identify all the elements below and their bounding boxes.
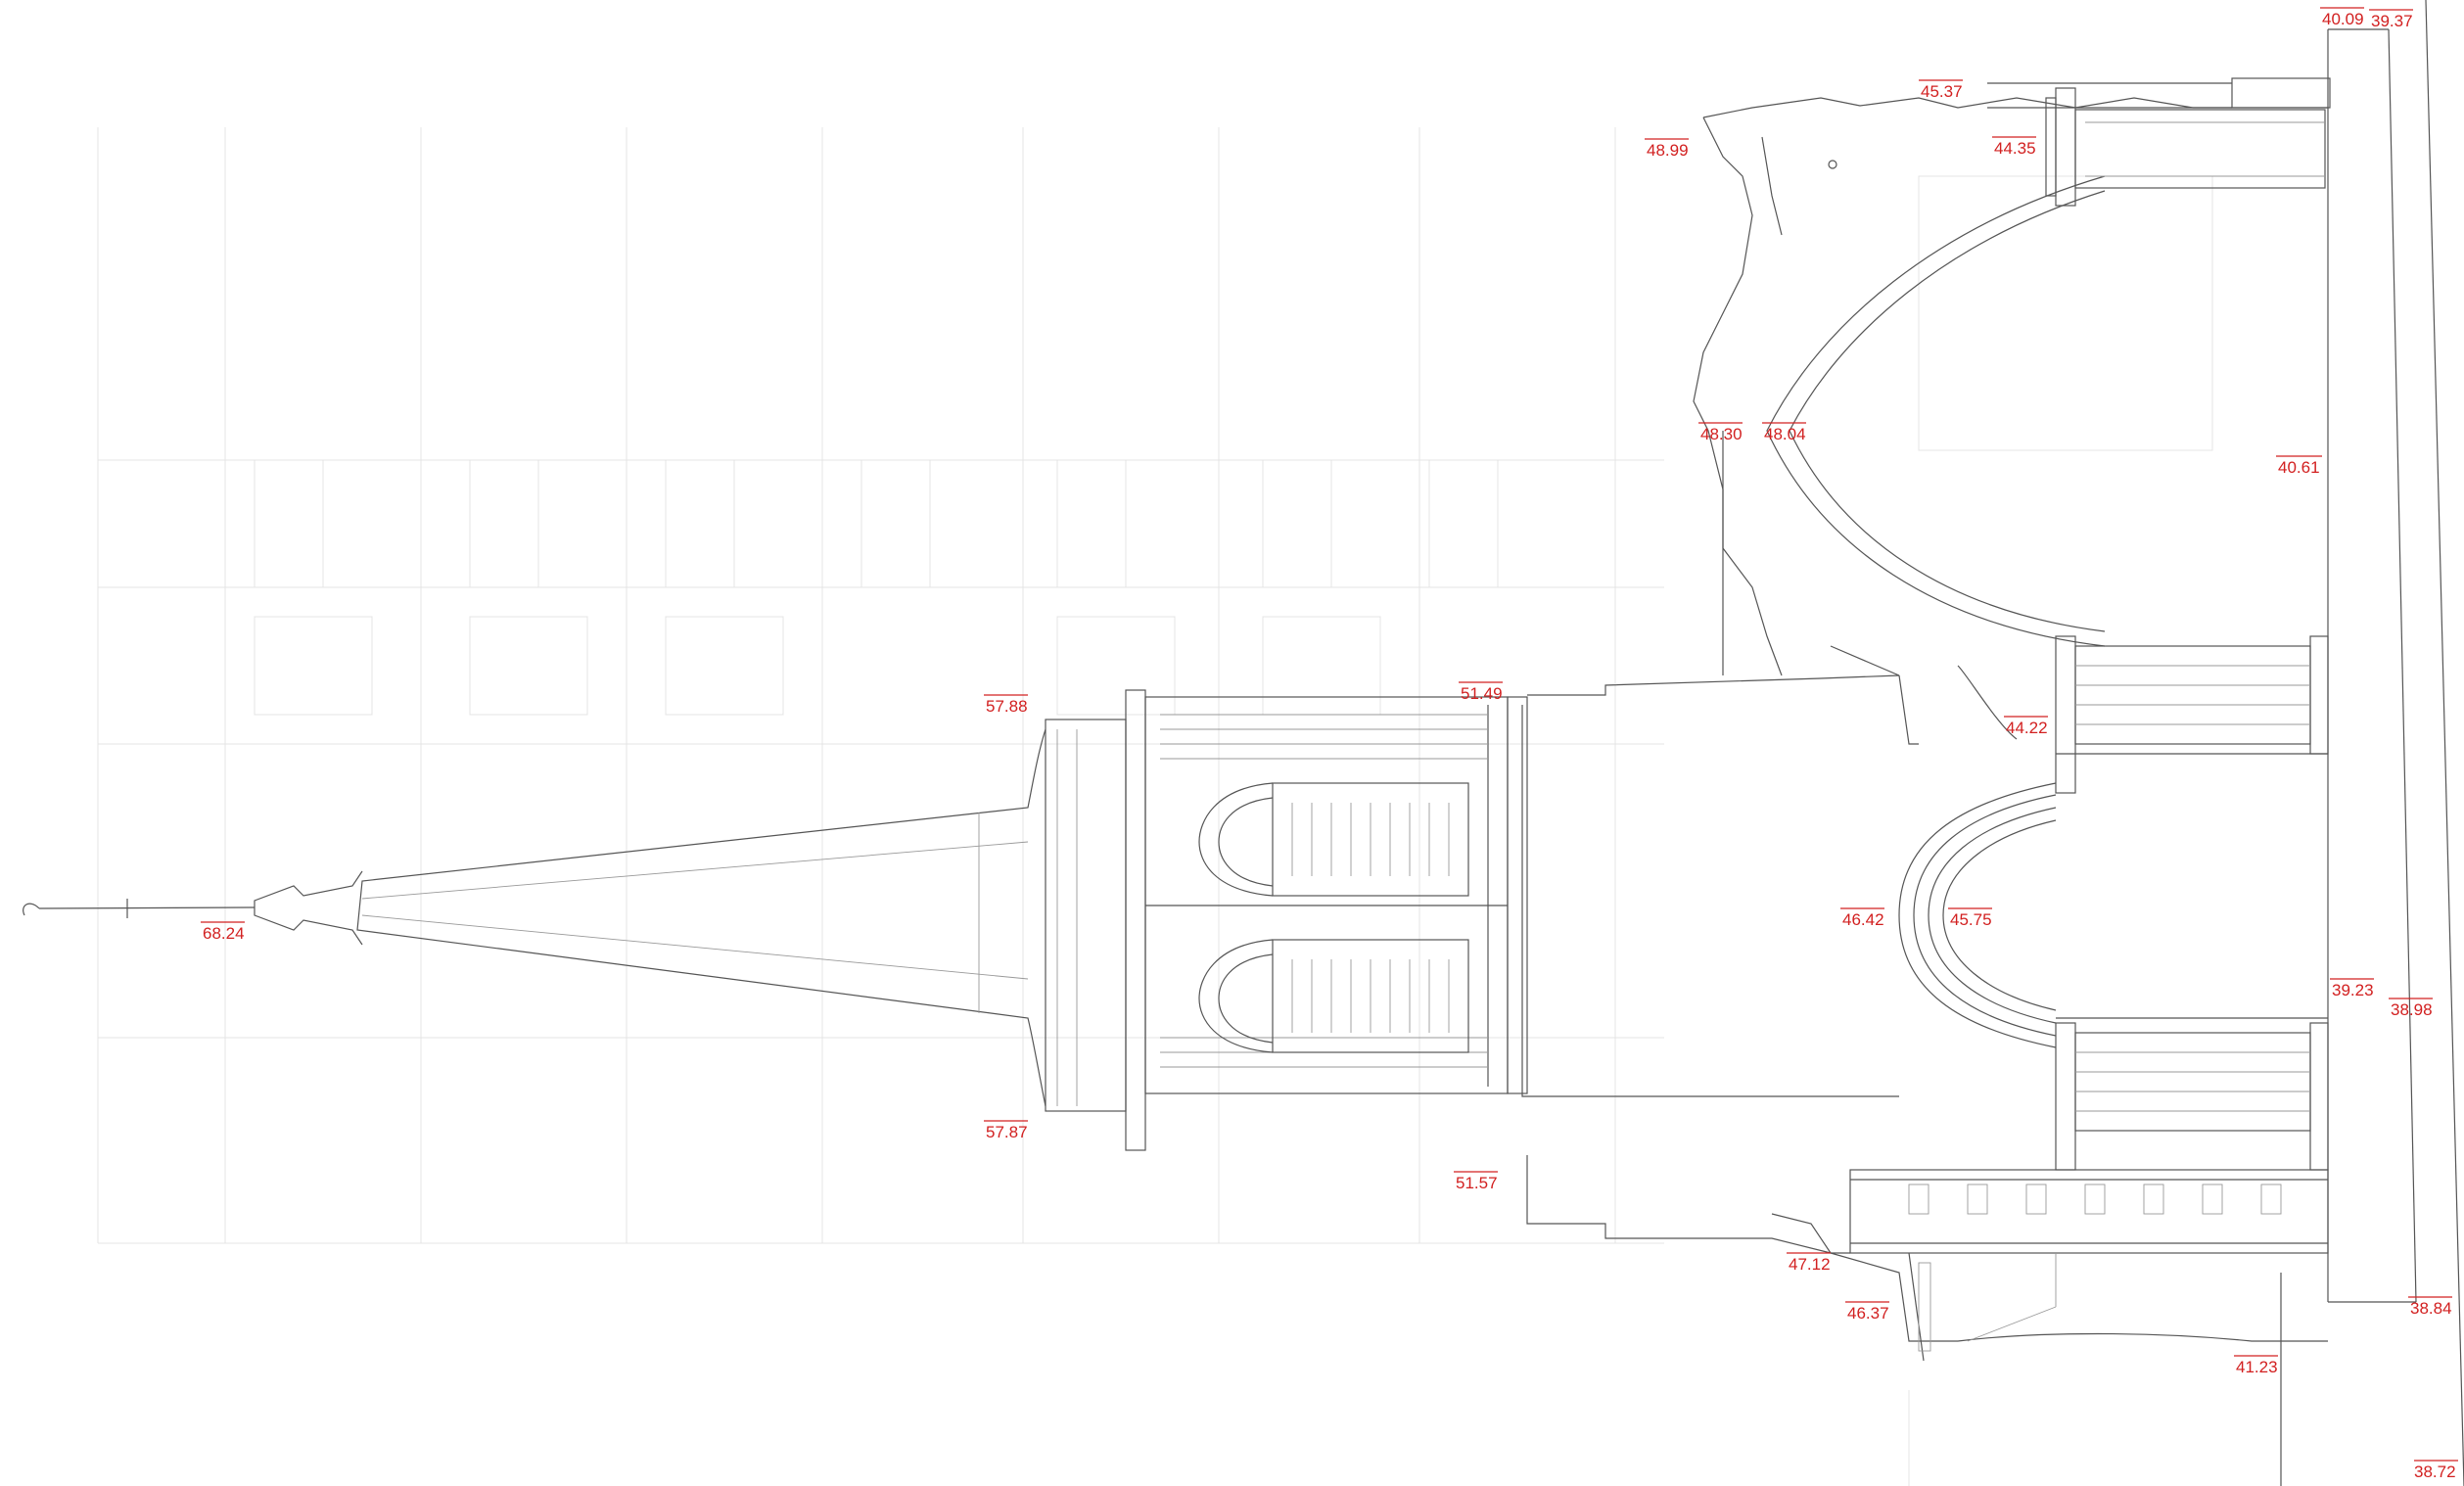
elevation-marker: 68.24 [201,921,245,943]
background-facade-lines [97,127,2282,1486]
elevation-label: 40.09 [2322,10,2364,28]
elevation-label: 44.35 [1994,139,2036,158]
elevation-label: 57.88 [986,697,1028,716]
elevation-marker: 51.57 [1454,1171,1498,1192]
elevation-label: 39.23 [2332,981,2374,999]
elevation-label: 40.61 [2278,458,2320,477]
elevation-marker: 48.30 [1698,422,1743,443]
elevation-marker: 46.42 [1840,907,1884,929]
elevation-labels: 40.09 39.37 45.37 44.35 48.99 48.30 48.0… [201,7,2458,1481]
elevation-label: 45.75 [1950,910,1992,929]
elevation-marker: 41.23 [2234,1355,2278,1376]
elevation-marker: 38.72 [2414,1460,2458,1481]
elevation-label: 46.42 [1842,910,1884,929]
ground-line [2280,0,2464,1486]
elevation-label: 38.72 [2414,1463,2456,1481]
elevation-marker: 48.99 [1645,138,1689,160]
elevation-label: 38.84 [2410,1299,2452,1318]
elevation-marker: 46.37 [1845,1301,1889,1323]
elevation-marker: 39.37 [2369,9,2413,30]
elevation-marker: 57.87 [984,1120,1028,1141]
elevation-label: 41.23 [2236,1358,2278,1376]
elevation-marker: 57.88 [984,694,1028,716]
elevation-marker: 38.84 [2408,1296,2452,1318]
elevation-marker: 48.04 [1762,422,1806,443]
elevation-label: 44.22 [2006,719,2048,737]
elevation-label: 51.49 [1461,684,1503,703]
elevation-label: 38.98 [2391,1000,2433,1019]
elevation-label: 48.99 [1647,141,1689,160]
elevation-label: 46.37 [1847,1304,1889,1323]
elevation-marker: 44.35 [1992,136,2036,158]
elevation-marker: 45.75 [1948,907,1992,929]
elevation-label: 39.37 [2371,12,2413,30]
elevation-marker: 40.61 [2276,455,2322,477]
elevation-marker: 44.22 [2004,716,2048,737]
elevation-label: 48.30 [1700,425,1743,443]
nave-body [1521,77,2331,1362]
elevation-marker: 51.49 [1459,681,1503,703]
elevation-label: 48.04 [1764,425,1806,443]
elevation-marker: 39.23 [2330,978,2374,999]
elevation-marker: 40.09 [2320,7,2364,28]
elevation-label: 45.37 [1921,82,1963,101]
elevation-marker: 47.12 [1787,1252,1831,1274]
elevation-marker: 45.37 [1919,79,1963,101]
belfry [1045,689,1528,1151]
elevation-label: 57.87 [986,1123,1028,1141]
elevation-label: 47.12 [1789,1255,1831,1274]
elevation-label: 51.57 [1456,1174,1498,1192]
elevation-marker: 38.98 [2389,998,2433,1019]
spire [23,728,1046,1107]
elevation-label: 68.24 [203,924,245,943]
